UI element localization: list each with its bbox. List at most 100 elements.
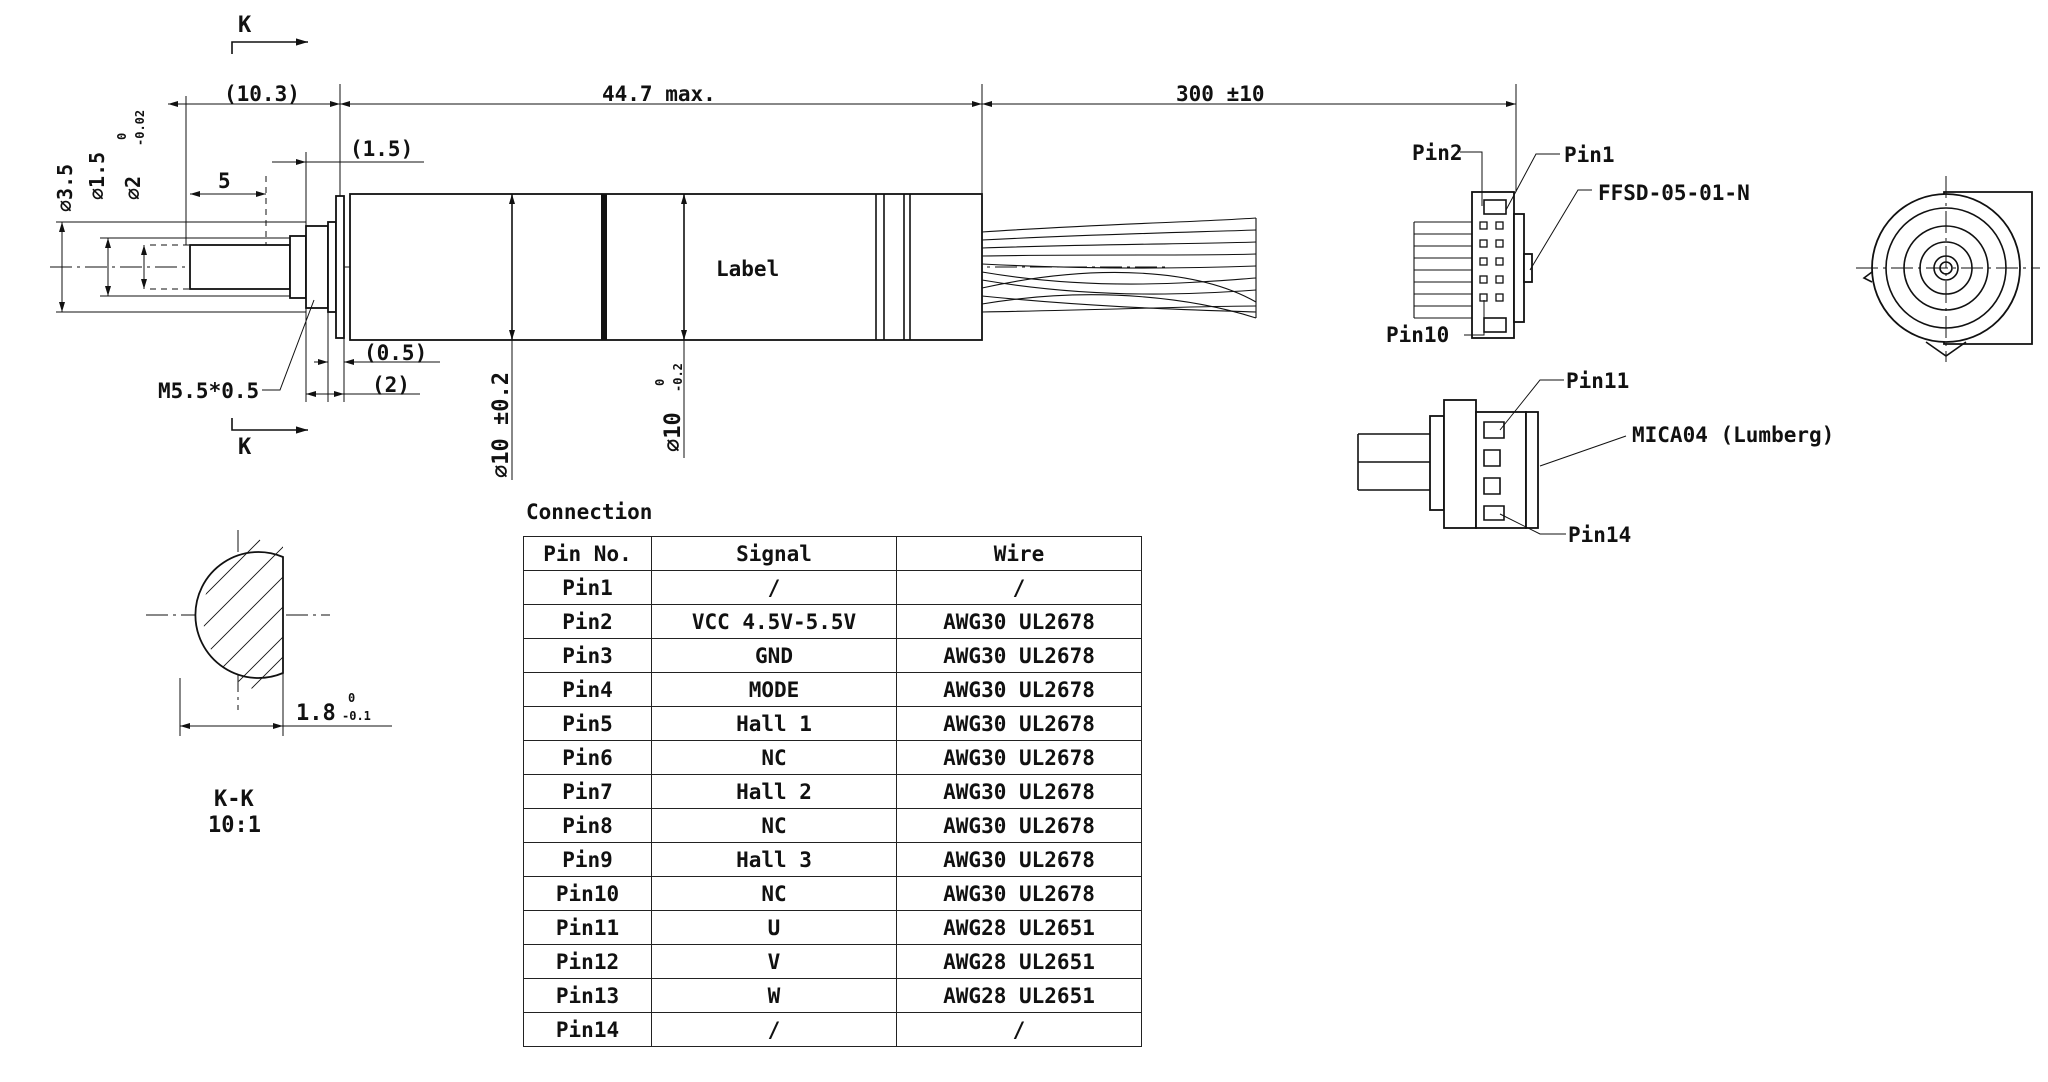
motor-side-view: Label [50, 193, 1165, 341]
signal-cell: VCC 4.5V-5.5V [651, 604, 897, 639]
dim-gap-small: (0.5) [364, 341, 427, 365]
pin-cell: Pin3 [523, 638, 652, 673]
end-view [1856, 176, 2040, 362]
signal-cell: / [651, 570, 897, 605]
signal-cell: U [651, 910, 897, 945]
dimensions: (10.3) 44.7 max. 300 ±10 (1.5) 5 ⌀3.5 ⌀1… [53, 82, 1517, 480]
signal-cell: Hall 1 [651, 706, 897, 741]
wire-cell: AWG30 UL2678 [896, 740, 1142, 775]
section-letter-bottom: K [238, 435, 252, 460]
section-marker-bottom: K [231, 418, 308, 460]
signal-cell: V [651, 944, 897, 979]
dim-body-dia-2-tol-bottom: -0.2 [671, 363, 685, 392]
wire-cell: / [896, 1012, 1142, 1047]
wire-cell: AWG30 UL2678 [896, 876, 1142, 911]
signal-cell: MODE [651, 672, 897, 707]
dim-dia-shaft-tol-top: 0 [115, 133, 129, 140]
pin-cell: Pin6 [523, 740, 652, 775]
header-signal: Signal [651, 536, 897, 571]
thread-cap [305, 225, 329, 309]
cable-bundle [981, 217, 1472, 319]
header-pin: Pin No. [523, 536, 652, 571]
wire-cell: AWG30 UL2678 [896, 774, 1142, 809]
shaft [189, 244, 291, 290]
ffsd-connector: Pin2 Pin1 FFSD-05-01-N Pin10 [1386, 141, 1750, 347]
dim-shaft-flat: 5 [218, 169, 231, 193]
wire-cell: AWG30 UL2678 [896, 706, 1142, 741]
pin-cell: Pin4 [523, 672, 652, 707]
mica-connector: Pin11 Pin14 MICA04 (Lumberg) [1357, 369, 1834, 547]
wire-cell: / [896, 570, 1142, 605]
wire-cell: AWG30 UL2678 [896, 842, 1142, 877]
dim-dia-shaft-tol-bottom: -0.02 [133, 110, 147, 146]
body-label: Label [716, 257, 779, 281]
wire-cell: AWG30 UL2678 [896, 672, 1142, 707]
wire-cell: AWG28 UL2651 [896, 978, 1142, 1013]
section-scale: 10:1 [208, 813, 261, 838]
label-pin11: Pin11 [1566, 369, 1629, 393]
signal-cell: / [651, 1012, 897, 1047]
pin-cell: Pin7 [523, 774, 652, 809]
wire-cell: AWG30 UL2678 [896, 808, 1142, 843]
pin-cell: Pin8 [523, 808, 652, 843]
dim-body-dia-2-tol-top: 0 [653, 379, 667, 386]
table-row: Pin1// [523, 570, 1142, 605]
pin-cell: Pin12 [523, 944, 652, 979]
dim-body-dia-1: ⌀10 ±0.2 [489, 372, 514, 478]
section-title: K-K [214, 787, 254, 812]
wire-cell: AWG30 UL2678 [896, 604, 1142, 639]
dim-dia-shaft: ⌀2 [121, 176, 145, 200]
section-marker-top: K [231, 13, 308, 54]
dim-dia-b: ⌀1.5 [85, 152, 109, 200]
pin-cell: Pin10 [523, 876, 652, 911]
connection-title: Connection [526, 500, 653, 524]
dim-flat-depth-tol-top: 0 [348, 691, 355, 705]
label-ffsd: FFSD-05-01-N [1598, 181, 1750, 205]
dim-gap-two: (2) [372, 373, 410, 397]
signal-cell: W [651, 978, 897, 1013]
label-mica: MICA04 (Lumberg) [1632, 423, 1834, 447]
signal-cell: NC [651, 876, 897, 911]
signal-cell: Hall 3 [651, 842, 897, 877]
signal-cell: Hall 2 [651, 774, 897, 809]
signal-cell: GND [651, 638, 897, 673]
section-letter-top: K [238, 13, 252, 38]
pin-cell: Pin9 [523, 842, 652, 877]
table-header-row: Pin No. Signal Wire [523, 536, 1142, 571]
dim-body-length: 44.7 max. [602, 82, 716, 106]
pin-cell: Pin13 [523, 978, 652, 1013]
label-pin1: Pin1 [1564, 143, 1615, 167]
section-kk: 1.8 0 -0.1 K-K 10:1 [146, 530, 392, 838]
label-pin2: Pin2 [1412, 141, 1463, 165]
dim-overall-front: (10.3) [224, 82, 300, 106]
motor-body [349, 193, 983, 341]
pin-cell: Pin14 [523, 1012, 652, 1047]
dim-flange: (1.5) [350, 137, 413, 161]
signal-cell: NC [651, 808, 897, 843]
dim-flat-depth: 1.8 [296, 701, 336, 726]
dim-dia-a: ⌀3.5 [53, 164, 77, 212]
dim-flat-depth-tol-bottom: -0.1 [342, 709, 371, 723]
wire-cell: AWG28 UL2651 [896, 944, 1142, 979]
header-wire: Wire [896, 536, 1142, 571]
table-row: Pin14// [523, 1012, 1142, 1047]
label-pin14: Pin14 [1568, 523, 1631, 547]
signal-cell: NC [651, 740, 897, 775]
dim-thread: M5.5*0.5 [158, 379, 259, 403]
pin-cell: Pin11 [523, 910, 652, 945]
dim-body-dia-2: ⌀10 [661, 412, 686, 452]
